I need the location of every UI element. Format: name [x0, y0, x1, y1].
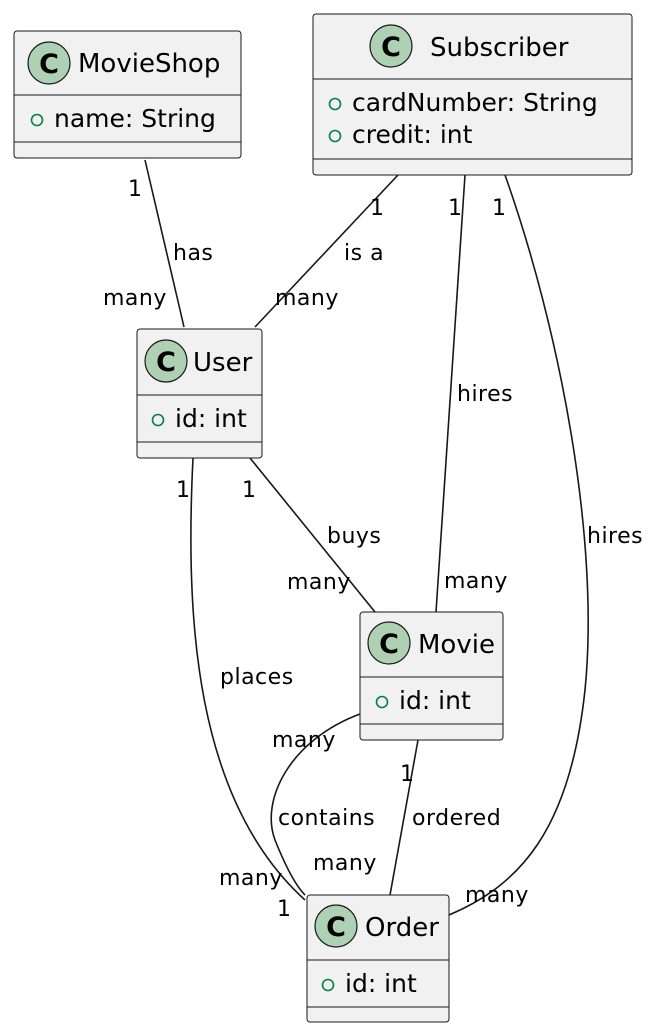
class-badge-letter: C	[156, 347, 176, 378]
class-badge-icon	[314, 904, 358, 948]
mult-contains-from: many	[272, 728, 336, 753]
mult-sub-order-to: many	[465, 883, 529, 908]
mult-contains-to: 1	[277, 897, 292, 922]
edge-ordered	[389, 739, 419, 896]
class-attribute: name: String	[54, 104, 216, 133]
class-badge-icon	[369, 24, 413, 68]
mult-buys-from: 1	[242, 478, 257, 503]
label-buys: buys	[327, 524, 381, 549]
class-subscriber[interactable]: C Subscriber cardNumber: String credit: …	[312, 13, 633, 176]
label-sub-hires-order: hires	[587, 524, 643, 549]
public-visibility-icon	[328, 129, 342, 143]
mult-is-a-from: 1	[370, 196, 385, 221]
class-badge-letter: C	[379, 629, 399, 660]
class-name: Subscriber	[430, 33, 569, 63]
mult-has-from: 1	[128, 177, 143, 202]
edge-buys	[249, 457, 376, 613]
edges	[144, 159, 589, 916]
public-visibility-icon	[151, 413, 165, 427]
class-name: Movie	[418, 630, 495, 660]
class-name: Order	[365, 913, 439, 943]
class-attribute: cardNumber: String	[352, 88, 598, 117]
class-user[interactable]: C User id: int	[136, 328, 263, 459]
class-badge-letter: C	[39, 49, 59, 80]
class-attribute: id: int	[345, 969, 417, 998]
public-visibility-icon	[328, 97, 342, 111]
class-attribute: credit: int	[352, 120, 473, 149]
edge-has	[144, 159, 185, 328]
class-badge-icon	[144, 339, 188, 383]
class-order[interactable]: C Order id: int	[306, 894, 450, 1023]
public-visibility-icon	[321, 978, 335, 992]
class-movieshop[interactable]: C MovieShop name: String	[13, 30, 242, 159]
mult-sub-order-from: 1	[492, 196, 507, 221]
label-places: places	[220, 665, 294, 690]
public-visibility-icon	[375, 695, 389, 709]
class-badge-icon	[27, 41, 71, 85]
edge-sub-hires-movie	[435, 174, 466, 613]
class-badge-letter: C	[381, 32, 401, 63]
label-is-a: is a	[344, 241, 384, 266]
edge-places	[190, 457, 306, 901]
mult-ordered-to: many	[313, 851, 377, 876]
label-sub-hires-movie: hires	[457, 382, 513, 407]
mult-is-a-to: many	[275, 286, 339, 311]
class-badge-letter: C	[326, 912, 346, 943]
label-contains: contains	[278, 806, 375, 831]
class-attribute: id: int	[399, 686, 471, 715]
mult-ordered-from: 1	[400, 762, 415, 787]
mult-sub-movie-to: many	[444, 569, 508, 594]
public-visibility-icon	[30, 113, 44, 127]
edge-is-a	[254, 174, 399, 328]
class-name: MovieShop	[78, 49, 220, 79]
edge-labels: has 1 many is a 1 many hires 1 many hire…	[103, 177, 643, 922]
class-badge-icon	[367, 621, 411, 665]
mult-places-to: many	[219, 866, 283, 891]
label-has: has	[173, 241, 213, 266]
mult-has-to: many	[103, 286, 167, 311]
edge-contains	[270, 713, 361, 896]
class-name: User	[193, 348, 253, 378]
mult-sub-movie-from: 1	[448, 196, 463, 221]
mult-buys-to: many	[287, 570, 351, 595]
edge-sub-hires-order	[448, 174, 589, 916]
label-ordered: ordered	[412, 806, 501, 831]
mult-places-from: 1	[176, 478, 191, 503]
class-attribute: id: int	[175, 404, 247, 433]
class-movie[interactable]: C Movie id: int	[359, 611, 504, 741]
